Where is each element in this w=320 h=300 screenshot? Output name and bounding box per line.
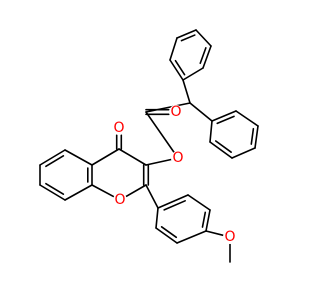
bond-pb6-pb1 [209, 120, 213, 143]
bond-pa3-pa4 [176, 29, 197, 39]
bond-od-ch [145, 102, 191, 113]
bond-m3-m4 [205, 209, 211, 232]
bond-layer [39, 29, 259, 263]
bond-m1-m2 [157, 194, 189, 209]
ketone-oxygen-label: O [113, 120, 124, 136]
bond-c2-oe [145, 158, 172, 166]
bond-pa3-pa4-inner [180, 34, 196, 42]
molecule-canvas: O O O O O [39, 29, 259, 263]
bond-pb2-pb3 [235, 110, 259, 127]
bond-pa5-pa6-inner [199, 47, 207, 65]
ester-oxygen-atom: O [171, 150, 185, 166]
bond-pb4-pb5 [231, 147, 256, 159]
bond-m5-m6 [155, 227, 178, 244]
bond-pb3-pb4-inner [250, 127, 255, 145]
carbonyl-oxygen-atom: O [169, 104, 183, 120]
bond-or-c3 [125, 184, 147, 198]
bond-m4-m5 [176, 230, 207, 244]
bond-c1-c4 [91, 148, 120, 166]
methoxy-oxygen-label: O [224, 229, 235, 245]
bond-m4-om [205, 230, 225, 237]
bond-pb5-pb6 [209, 141, 233, 159]
bond-pb3-pb4 [254, 125, 259, 149]
bond-pa1-pa2 [169, 59, 184, 81]
ester-oxygen-label: O [172, 150, 183, 166]
bond-b3-b4-inner [45, 182, 65, 195]
bond-b4-c4a [64, 184, 93, 201]
bond-m3-m4-inner [201, 211, 207, 228]
bond-m1-m2-inner [163, 200, 186, 211]
bond-c3-m1 [145, 184, 159, 209]
bond-b1-b2 [39, 149, 66, 166]
ring-oxygen-label: O [114, 192, 125, 208]
methoxy-oxygen-atom: O [223, 229, 237, 245]
bond-m2-m3 [187, 194, 211, 211]
bond-pa5-pa6 [202, 45, 212, 69]
structure-diagram: O O O O O [39, 29, 259, 263]
bond-m6-m1 [155, 207, 159, 229]
bond-b1-b2-inner [45, 155, 65, 168]
bond-ch-pb1 [189, 102, 213, 122]
bond-pa6-pa1 [182, 67, 204, 81]
bond-pb5-pb6-inner [214, 140, 232, 154]
bond-ch-pa1 [182, 79, 191, 104]
bond-c4a-or [91, 184, 115, 198]
bond-pb1-pb2-inner [216, 115, 235, 125]
carbonyl-oxygen-label: O [170, 104, 181, 120]
bond-c4-b1 [64, 149, 93, 166]
atom-layer: O O O O O [112, 104, 237, 245]
bond-m5-m6-inner [160, 226, 178, 239]
bond-pa4-pa5 [195, 29, 212, 47]
bond-c1-c2 [118, 148, 147, 166]
ketone-oxygen-atom: O [112, 120, 126, 136]
bond-pa1-pa2-inner [174, 59, 186, 76]
bond-oe-od [145, 111, 175, 154]
bond-b3-b4 [39, 184, 66, 201]
bond-pa2-pa3 [169, 37, 178, 61]
bond-pb1-pb2 [211, 110, 237, 122]
ring-oxygen-atom: O [113, 192, 127, 208]
